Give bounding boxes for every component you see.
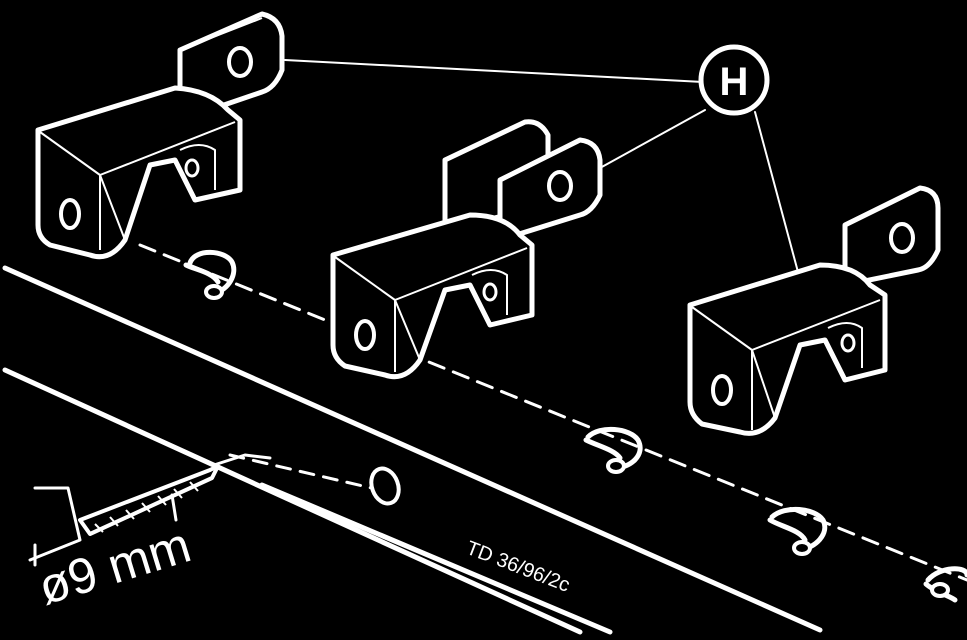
bracket-body — [330, 212, 535, 380]
mounting-hole — [889, 222, 915, 254]
bracket-2 — [330, 119, 603, 380]
hole-centerline — [138, 243, 967, 582]
rail-edge-lower — [259, 482, 613, 635]
mounting-hole — [227, 46, 253, 78]
bracket-3 — [687, 185, 941, 436]
rail-lines — [2, 265, 823, 635]
callout-circle — [698, 44, 770, 116]
callout-leaders — [284, 59, 799, 273]
screw-hook — [583, 427, 643, 474]
callout-h: H — [698, 44, 770, 116]
screw-hook — [923, 566, 967, 603]
rail-edge-middle — [2, 367, 583, 635]
mounting-hole — [547, 170, 573, 202]
bracket-1 — [35, 11, 285, 260]
drill-bit-icon — [28, 464, 220, 567]
drill-size-label: ø9 mm — [32, 516, 197, 615]
mounting-hole — [59, 198, 81, 230]
mounting-hole — [354, 319, 376, 351]
drill-guide-line — [212, 453, 272, 467]
drill-hole — [369, 466, 401, 506]
dimension-leader — [170, 493, 178, 522]
dimension-bracket — [28, 486, 82, 562]
callout-letter: H — [720, 60, 749, 104]
rail-edge-upper — [2, 265, 823, 633]
bracket-body — [687, 262, 888, 436]
screw-hook — [767, 507, 828, 556]
bracket-body — [35, 85, 243, 260]
mounting-hole — [711, 374, 733, 406]
screw-hook — [183, 249, 237, 300]
